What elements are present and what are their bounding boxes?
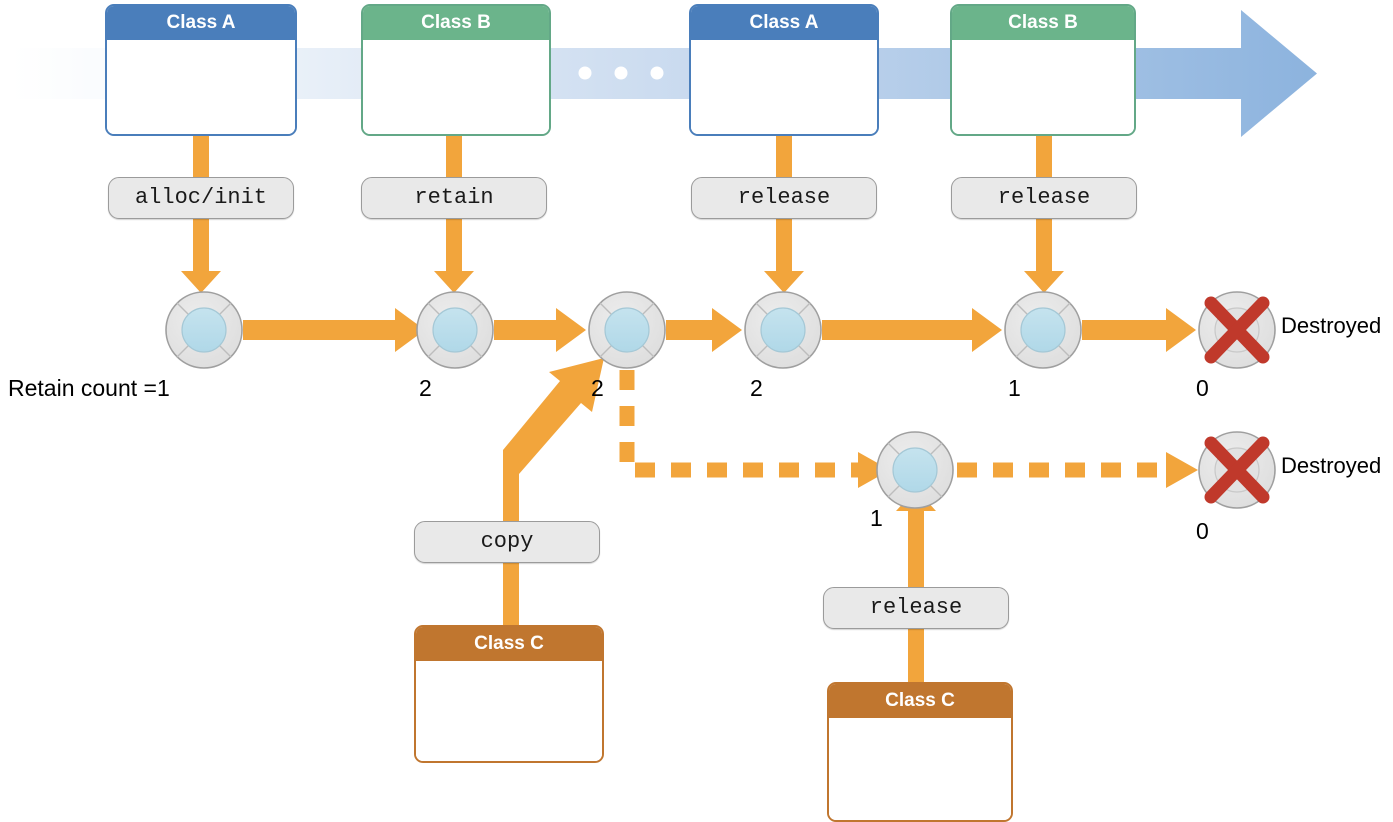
retain-count-label-2: 2 — [419, 375, 432, 401]
class-box-c1[interactable]: Class C — [414, 625, 604, 763]
connector-classc2-to-release — [908, 629, 924, 685]
object-glyph-group-main — [165, 291, 1276, 369]
dashed-copyobj-to-destroyed — [957, 452, 1198, 488]
retain-count-label-1: Retain count =1 — [8, 375, 170, 401]
class-box-a1-title: Class A — [107, 6, 295, 40]
class-box-b2-title: Class B — [952, 6, 1134, 40]
timeline-band-arrow — [12, 10, 1317, 137]
object-glyph-5 — [1004, 291, 1082, 369]
arrow-obj4-to-obj5 — [822, 308, 1002, 352]
class-box-c1-title: Class C — [416, 627, 602, 661]
arrow-release2-to-obj5 — [1024, 219, 1064, 293]
object-glyph-2 — [416, 291, 494, 369]
class-box-c2-title: Class C — [829, 684, 1011, 718]
arrow-release1-to-obj4 — [764, 219, 804, 293]
object-glyph-copy-2-destroyed — [1198, 431, 1276, 509]
arrow-copy-to-obj3 — [503, 358, 604, 630]
class-box-b1-body — [363, 40, 549, 134]
arrow-retain-to-obj2 — [434, 219, 474, 293]
retain-count-label-5: 1 — [1008, 375, 1021, 401]
class-box-b2-body — [952, 40, 1134, 134]
retain-count-label-4: 2 — [750, 375, 763, 401]
object-glyph-6-destroyed — [1198, 291, 1276, 369]
object-glyph-group-copy — [876, 431, 1276, 509]
object-glyph-copy-1 — [876, 431, 954, 509]
op-pill-copy[interactable]: copy — [414, 521, 600, 563]
arrow-release3-to-copyobject — [896, 489, 936, 587]
arrow-alloc-to-obj1 — [181, 219, 221, 293]
class-box-a2-title: Class A — [691, 6, 877, 40]
class-box-a1[interactable]: Class A — [105, 4, 297, 136]
connector-group-classc2 — [896, 489, 936, 685]
retain-count-label-copy-1: 1 — [870, 505, 883, 531]
destroyed-label-main: Destroyed — [1281, 313, 1382, 338]
class-box-c2[interactable]: Class C — [827, 682, 1013, 822]
dashed-destroy-arrowhead — [1166, 452, 1198, 488]
class-box-c1-body — [416, 661, 602, 761]
class-box-a1-body — [107, 40, 295, 134]
class-box-b1[interactable]: Class B — [361, 4, 551, 136]
destroyed-label-copy: Destroyed — [1281, 453, 1382, 478]
object-glyph-3 — [588, 291, 666, 369]
retain-count-label-3: 2 — [591, 375, 604, 401]
object-glyph-4 — [744, 291, 822, 369]
connector-b2-to-release — [1036, 136, 1052, 179]
connector-a2-to-release — [776, 136, 792, 179]
retain-count-label-copy-2: 0 — [1196, 518, 1209, 544]
op-pill-retain[interactable]: retain — [361, 177, 547, 219]
op-pill-release-2[interactable]: release — [951, 177, 1137, 219]
dashed-branch-obj3-to-copy-object — [619, 370, 890, 488]
op-pill-release-3[interactable]: release — [823, 587, 1009, 629]
op-pill-release-1[interactable]: release — [691, 177, 877, 219]
connector-group-pill-to-object — [181, 219, 1064, 293]
connector-group-vertical — [193, 136, 1052, 179]
class-box-a2[interactable]: Class A — [689, 4, 879, 136]
arrow-obj1-to-obj2 — [243, 308, 425, 352]
class-box-a2-body — [691, 40, 877, 134]
connector-b1-to-retain — [446, 136, 462, 179]
arrow-obj5-to-destroyed — [1082, 308, 1196, 352]
destroyed-x-icon — [1204, 296, 1270, 364]
class-box-b1-title: Class B — [363, 6, 549, 40]
connector-group-main-row — [243, 308, 1196, 352]
op-pill-alloc-init[interactable]: alloc/init — [108, 177, 294, 219]
arrow-obj3-to-obj4 — [666, 308, 742, 352]
retain-count-label-6: 0 — [1196, 375, 1209, 401]
dashed-branch-arrowhead — [858, 452, 890, 488]
connector-a1-to-alloc — [193, 136, 209, 179]
class-box-c2-body — [829, 718, 1011, 820]
arrow-obj2-to-obj3 — [494, 308, 586, 352]
ellipsis-dots-icon — [578, 66, 664, 80]
destroyed-x-icon — [1204, 436, 1270, 504]
class-box-b2[interactable]: Class B — [950, 4, 1136, 136]
object-glyph-1 — [165, 291, 243, 369]
